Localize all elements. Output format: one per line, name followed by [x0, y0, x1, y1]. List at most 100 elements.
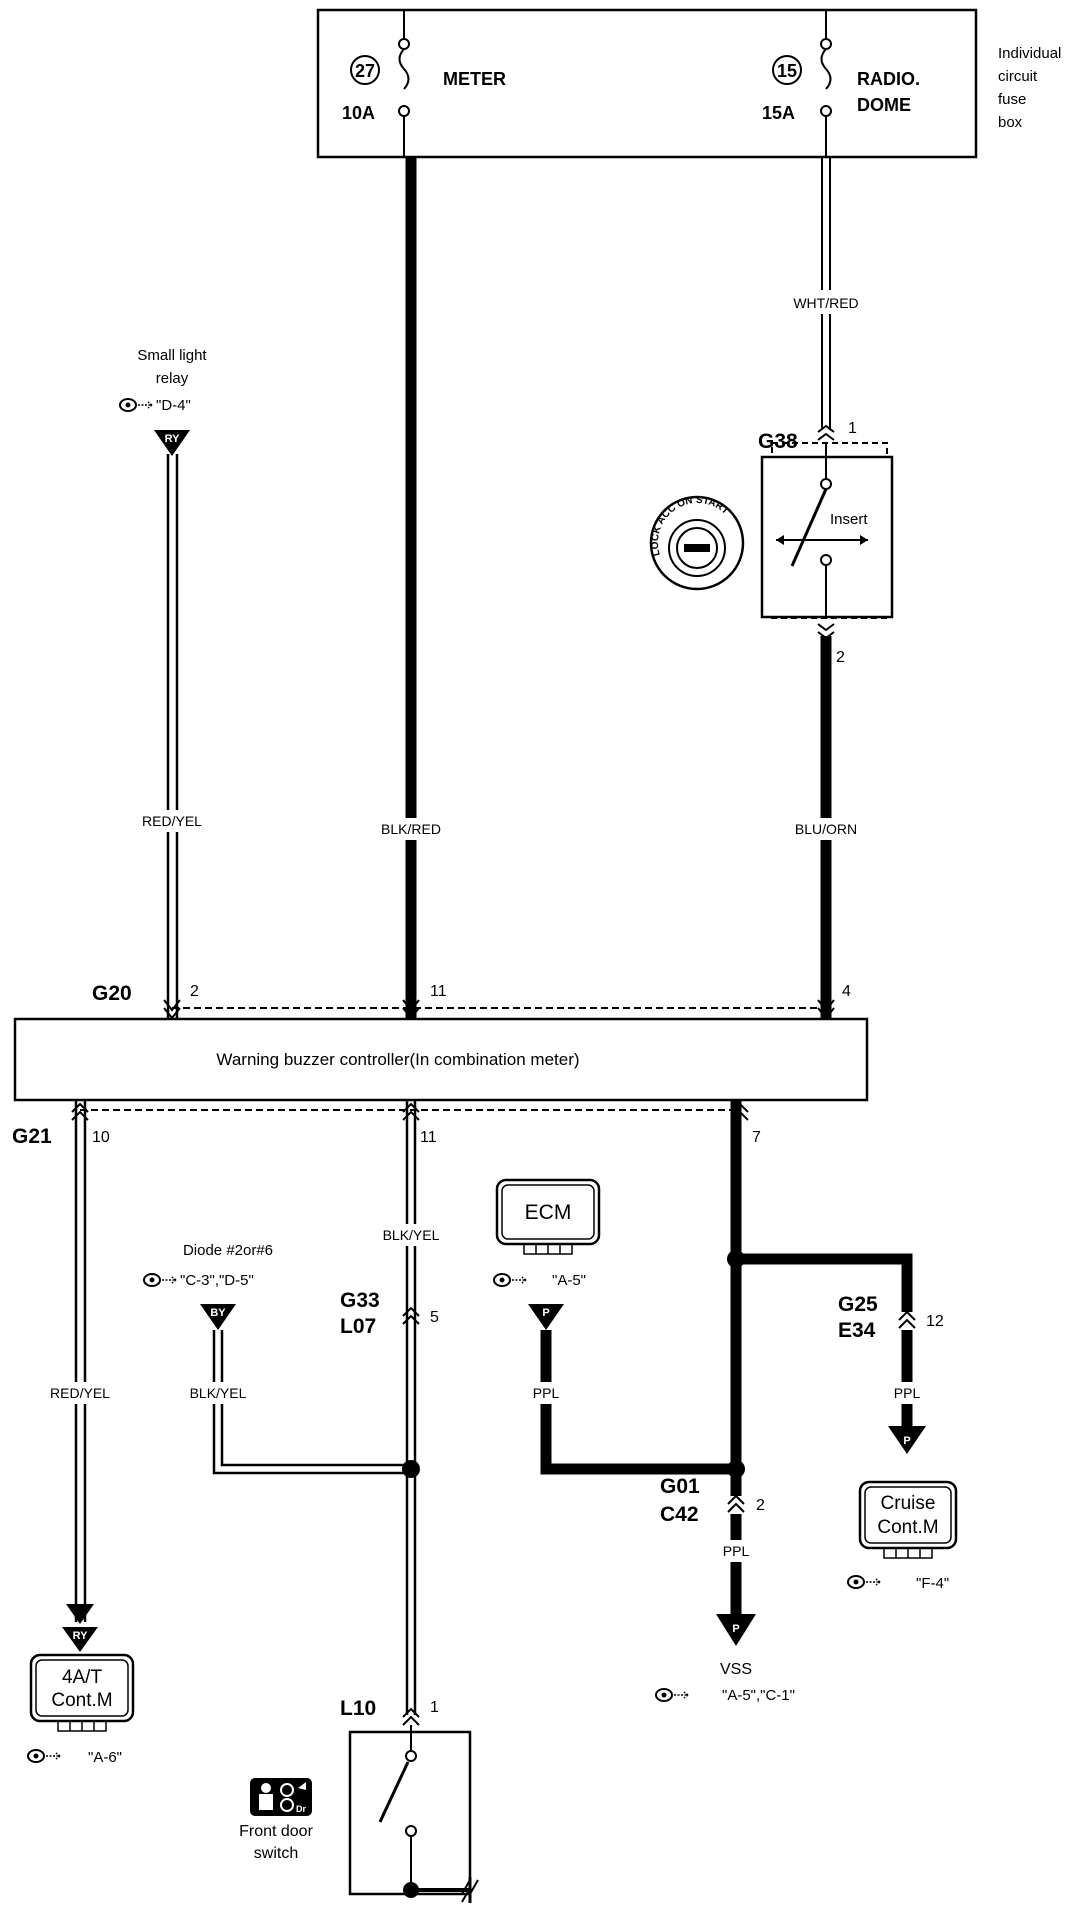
wire-whtred: WHT/RED	[780, 157, 872, 430]
small-light-relay: Small light relay "D-4" RY	[119, 347, 207, 456]
wire-redyel-top: RED/YEL	[132, 454, 216, 1019]
controller-pin-bottom-1: 10	[92, 1129, 110, 1146]
cruise-ref: "F-4"	[916, 1575, 949, 1592]
eye-icon	[119, 398, 155, 412]
eye-icon	[847, 1575, 883, 1589]
wire-bluorn-label: BLU/ORN	[795, 821, 857, 837]
connector-g25-pin: 12	[926, 1313, 944, 1330]
wire-ppl-trunk: PPL PPL PPL	[520, 1100, 932, 1630]
eye-icon	[27, 1749, 63, 1763]
cruise-label-line2: Cont.M	[877, 1517, 938, 1538]
connector-g01-c42: G01 C42 2	[660, 1475, 765, 1526]
at-label-line1: 4A/T	[62, 1667, 103, 1688]
fuse-box-label-line4: box	[998, 114, 1023, 131]
fuse-meter-number: 27	[355, 61, 375, 81]
vss-connector-code: P	[732, 1623, 739, 1635]
fuse-box-label-line2: circuit	[998, 68, 1038, 85]
ecm-ref: "A-5"	[552, 1272, 586, 1289]
connector-g33-pin: 5	[430, 1309, 439, 1326]
cruise-connector-code: P	[903, 1435, 910, 1447]
connector-l10-pin: 1	[430, 1699, 439, 1716]
fuse-radio-number: 15	[777, 61, 797, 81]
ignition-pin-bottom: 2	[836, 649, 845, 666]
wire-redyel-bottom: RED/YEL	[40, 1100, 124, 1624]
fuse-meter: 27 10A METER	[342, 10, 506, 157]
controller-connector-bottom: G21	[12, 1125, 52, 1148]
wire-bluorn: BLU/ORN	[784, 636, 868, 1019]
ecm-connector-code: P	[542, 1307, 549, 1319]
connector-g33-label: G33	[340, 1289, 380, 1312]
wire-ppl-vss-label: PPL	[723, 1543, 750, 1559]
wire-blkred: BLK/RED	[374, 157, 448, 1019]
eye-icon	[493, 1273, 529, 1287]
controller-pin-bottom-2: 11	[420, 1129, 437, 1146]
wire-whtred-label: WHT/RED	[793, 295, 858, 311]
at-label-line2: Cont.M	[51, 1690, 112, 1711]
connector-e34-label: E34	[838, 1319, 876, 1342]
controller-pin-top-2: 11	[430, 983, 447, 1000]
connector-l10-label: L10	[340, 1697, 376, 1720]
wire-blkyel-main: BLK/YEL	[370, 1100, 454, 1715]
wire-redyel-bottom-label: RED/YEL	[50, 1385, 110, 1401]
key-cylinder-icon: LOCK ACC ON START	[649, 495, 745, 591]
door-switch-label-line2: switch	[254, 1845, 298, 1862]
wire-blkyel-diode-label: BLK/YEL	[190, 1385, 247, 1401]
wire-ppl-cruise-label: PPL	[894, 1385, 921, 1401]
at-connector-code: RY	[73, 1630, 89, 1642]
fuse-radio-name-line2: DOME	[857, 95, 911, 115]
small-light-relay-ref: "D-4"	[156, 397, 191, 414]
ignition-insert-label: Insert	[830, 511, 868, 528]
connector-ry-top-code: RY	[165, 433, 181, 445]
ecm-label: ECM	[525, 1201, 572, 1224]
vss-label: VSS	[720, 1661, 752, 1678]
fuse-radio: 15 15A RADIO. DOME	[762, 10, 920, 157]
controller-pin-bottom-3: 7	[752, 1129, 761, 1146]
at-control-module: RY 4A/T Cont.M "A-6"	[27, 1627, 135, 1766]
door-switch-label-line1: Front door	[239, 1823, 313, 1840]
ground-icon	[461, 1877, 479, 1903]
at-ref: "A-6"	[88, 1749, 122, 1766]
small-light-relay-label-line1: Small light	[137, 347, 207, 364]
wire-redyel-top-label: RED/YEL	[142, 813, 202, 829]
wire-blkred-label: BLK/RED	[381, 821, 441, 837]
controller-pin-top-1: 2	[190, 983, 199, 1000]
fuse-radio-name-line1: RADIO.	[857, 69, 920, 89]
ignition-switch: G38 1 Insert 2 LOCK ACC ON START	[649, 420, 894, 666]
fuse-box-label-line1: Individual	[998, 45, 1061, 62]
door-occupant-icon: Dr	[250, 1778, 312, 1816]
cruise-control-module: P Cruise Cont.M "F-4"	[847, 1426, 958, 1592]
diode-label: Diode #2or#6	[183, 1242, 273, 1259]
vss-ref: "A-5","C-1"	[722, 1687, 795, 1704]
ignition-pin-top: 1	[848, 420, 857, 437]
diode-ref: "C-3","D-5"	[180, 1272, 254, 1289]
wire-blkyel-diode: BLK/YEL	[176, 1330, 420, 1478]
fuse-radio-amps: 15A	[762, 103, 795, 123]
fuse-box-label-line3: fuse	[998, 91, 1026, 108]
eye-icon	[655, 1688, 691, 1702]
fuse-box: 27 10A METER 15 15A RADIO. DOME Individu…	[316, 8, 1061, 159]
connector-g25-e34: G25 E34 12	[838, 1293, 944, 1342]
controller-connector-top: G20	[92, 982, 132, 1005]
connector-ry-top: RY	[154, 430, 190, 456]
connector-g33-l07: G33 L07 5	[340, 1289, 439, 1338]
fuse-meter-amps: 10A	[342, 103, 375, 123]
diode: Diode #2or#6 "C-3","D-5" BY	[143, 1242, 273, 1330]
cruise-label-line1: Cruise	[881, 1493, 936, 1514]
door-badge-text: Dr	[296, 1804, 306, 1814]
vss-sensor: P VSS "A-5","C-1"	[655, 1614, 795, 1704]
connector-g01-label: G01	[660, 1475, 700, 1498]
connector-g25-label: G25	[838, 1293, 878, 1316]
ignition-connector-label: G38	[758, 430, 798, 453]
wire-ppl-ecm-label: PPL	[533, 1385, 560, 1401]
fuse-meter-name: METER	[443, 69, 506, 89]
ecm-module: ECM "A-5" P	[493, 1178, 601, 1330]
warning-buzzer-controller: Warning buzzer controller(In combination…	[12, 982, 869, 1148]
connector-g01-pin: 2	[756, 1497, 765, 1514]
small-light-relay-label-line2: relay	[156, 370, 189, 387]
eye-icon	[143, 1273, 179, 1287]
controller-pin-top-3: 4	[842, 983, 851, 1000]
front-door-switch: L10 1 Dr Front door switch	[239, 1697, 479, 1903]
connector-c42-label: C42	[660, 1503, 699, 1526]
wire-blkyel-main-label: BLK/YEL	[383, 1227, 440, 1243]
